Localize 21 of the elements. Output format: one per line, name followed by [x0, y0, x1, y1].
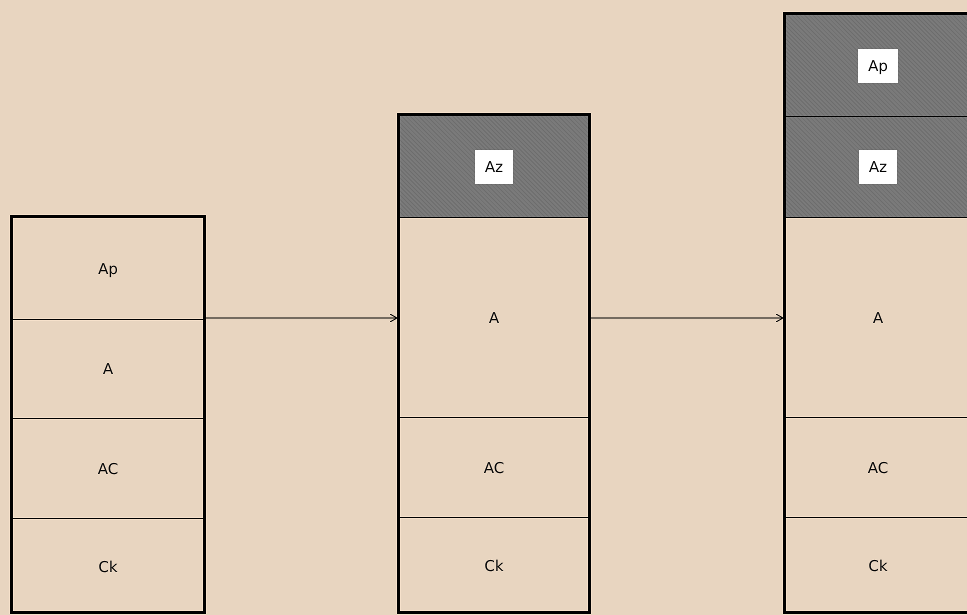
horizon-label: Az	[858, 150, 898, 184]
horizon-layer: Ck	[400, 517, 588, 613]
horizon-layer: AC	[400, 417, 588, 517]
arrow	[590, 314, 784, 322]
soil-profile-column	[783, 12, 967, 614]
horizon-layer: Ck	[13, 518, 203, 614]
horizon-layer: AC	[786, 417, 967, 517]
horizon-layer: A	[400, 217, 588, 417]
horizon-layer: AC	[13, 418, 203, 518]
arrow	[206, 314, 398, 322]
horizon-layer: A	[13, 319, 203, 418]
soil-profile-column	[397, 113, 591, 614]
horizon-layer: A	[786, 217, 967, 417]
horizon-layer: Ck	[786, 517, 967, 613]
shaded-horizon-band	[786, 15, 967, 116]
shaded-horizon-band	[786, 116, 967, 217]
horizon-layer: Ap	[13, 218, 203, 319]
soil-profile-column	[10, 215, 206, 614]
horizon-label: Az	[474, 150, 514, 184]
shaded-horizon-band	[400, 116, 588, 217]
horizon-label: Ap	[858, 48, 898, 82]
